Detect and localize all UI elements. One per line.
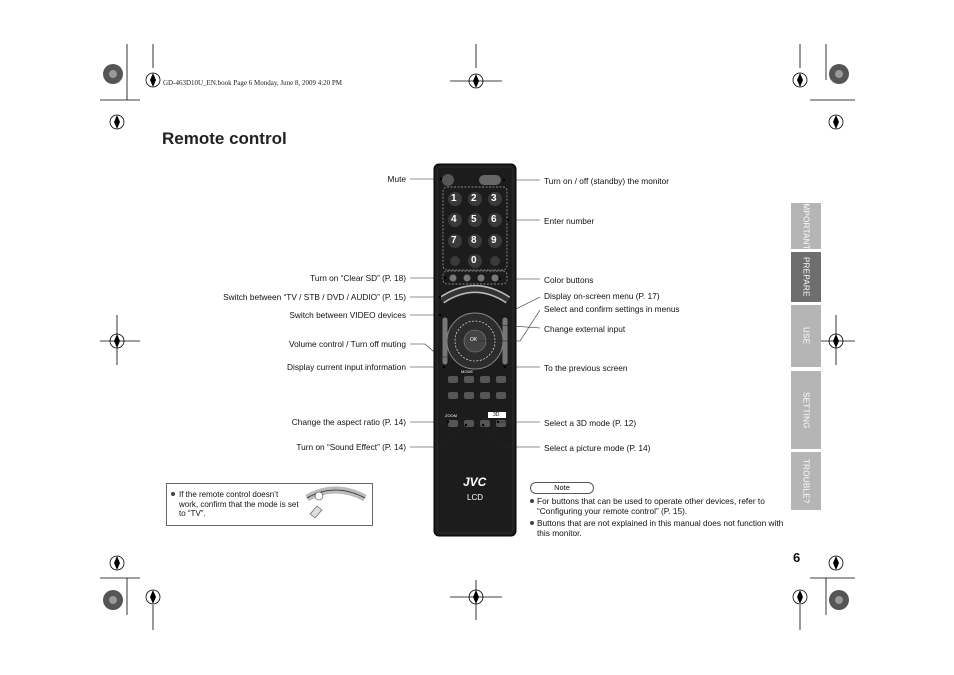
note-item-1: For buttons that can be used to operate … bbox=[537, 496, 765, 516]
label-menu: Display on-screen menu (P. 17) bbox=[544, 291, 660, 301]
label-clear-sd: Turn on “Clear SD” (P. 18) bbox=[310, 273, 406, 283]
label-previous-screen: To the previous screen bbox=[544, 363, 628, 373]
side-tab-trouble[interactable]: TROUBLE? bbox=[791, 452, 821, 510]
side-tab-use[interactable]: USE bbox=[791, 305, 821, 367]
side-tab-important[interactable]: IMPORTANT bbox=[791, 201, 821, 251]
bullet-dot bbox=[530, 499, 534, 503]
bullet-dot bbox=[171, 492, 175, 496]
remote-number-6: 6 bbox=[491, 214, 497, 225]
side-tab-label: TROUBLE? bbox=[801, 458, 811, 504]
remote-number-4: 4 bbox=[451, 214, 457, 225]
side-tab-setting[interactable]: SETTING bbox=[791, 371, 821, 449]
remote-number-0: 0 bbox=[471, 255, 477, 266]
label-switch-video: Switch between VIDEO devices bbox=[289, 310, 406, 320]
note-item-2: Buttons that are not explained in this m… bbox=[537, 518, 784, 538]
note-title: Note bbox=[530, 482, 594, 494]
label-color-buttons: Color buttons bbox=[544, 275, 594, 285]
remote-zoom-label: ZOOM bbox=[445, 413, 457, 418]
remote-3d-label: 3D bbox=[493, 412, 500, 418]
label-enter-number: Enter number bbox=[544, 216, 595, 226]
side-tab-label: PREPARE bbox=[801, 257, 811, 297]
page-number: 6 bbox=[793, 550, 801, 565]
remote-number-7: 7 bbox=[451, 235, 457, 246]
label-switch-device: Switch between “TV / STB / DVD / AUDIO” … bbox=[223, 292, 406, 302]
remote-mode-label: MODE bbox=[461, 369, 473, 374]
remote-brand-logo: JVC bbox=[463, 475, 487, 489]
side-tab-prepare[interactable]: PREPARE bbox=[791, 252, 821, 302]
label-volume: Volume control / Turn off muting bbox=[289, 339, 406, 349]
remote-ok-label: OK bbox=[470, 337, 478, 343]
remote-number-3: 3 bbox=[491, 193, 497, 204]
remote-number-9: 9 bbox=[491, 235, 497, 246]
label-display-input: Display current input information bbox=[287, 362, 406, 372]
label-select-confirm: Select and confirm settings in menus bbox=[544, 304, 680, 314]
remote-model-label: LCD bbox=[467, 493, 484, 502]
tip-text: If the remote control doesn’t work, conf… bbox=[179, 490, 299, 518]
label-mute: Mute bbox=[387, 174, 406, 184]
label-3d-mode: Select a 3D mode (P. 12) bbox=[544, 418, 637, 428]
remote-number-8: 8 bbox=[471, 235, 477, 246]
tip-box: If the remote control doesn’t work, conf… bbox=[166, 483, 373, 526]
remote-number-2: 2 bbox=[471, 193, 477, 204]
remote-number-1: 1 bbox=[451, 193, 457, 204]
label-sound-effect: Turn on “Sound Effect” (P. 14) bbox=[296, 442, 406, 452]
page-title: Remote control bbox=[162, 129, 287, 148]
label-external-input: Change external input bbox=[544, 324, 626, 334]
device-arc-illustration bbox=[305, 486, 367, 519]
label-picture-mode: Select a picture mode (P. 14) bbox=[544, 443, 651, 453]
side-tab-label: IMPORTANT bbox=[801, 201, 811, 251]
label-power: Turn on / off (standby) the monitor bbox=[544, 176, 669, 186]
side-tab-label: USE bbox=[801, 327, 811, 345]
header-line: GD-463D10U_EN.book Page 6 Monday, June 8… bbox=[163, 79, 343, 87]
side-tab-label: SETTING bbox=[801, 391, 811, 429]
remote-number-5: 5 bbox=[471, 214, 477, 225]
label-aspect-ratio: Change the aspect ratio (P. 14) bbox=[291, 417, 406, 427]
bullet-dot bbox=[530, 521, 534, 525]
